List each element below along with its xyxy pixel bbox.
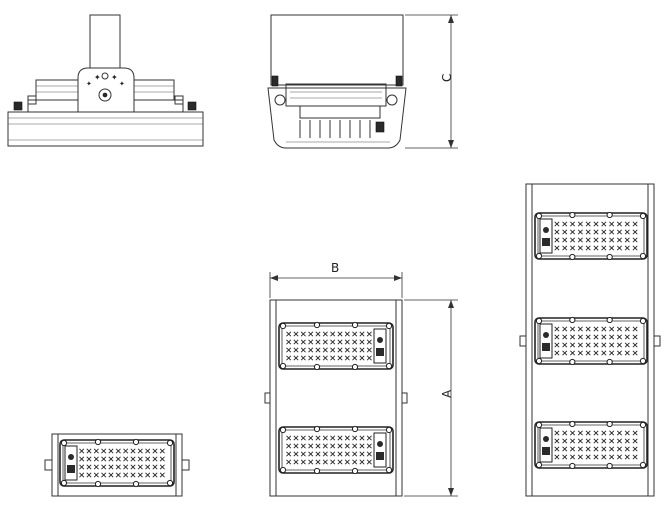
svg-text:✦: ✦ bbox=[119, 80, 125, 88]
dimension-a: A bbox=[404, 299, 458, 497]
dimension-b: B bbox=[269, 261, 403, 298]
dimension-a-label: A bbox=[440, 389, 454, 398]
svg-text:✦: ✦ bbox=[111, 73, 118, 82]
svg-text:✦: ✦ bbox=[86, 80, 92, 88]
led-module bbox=[278, 321, 394, 371]
led-module bbox=[59, 438, 175, 488]
led-module bbox=[534, 420, 648, 470]
side-view: ✦ ✦ ✦ ✦ bbox=[7, 14, 204, 147]
led-module bbox=[534, 316, 648, 366]
svg-text:✦: ✦ bbox=[94, 73, 101, 82]
led-modules bbox=[59, 211, 648, 488]
dimension-b-label: B bbox=[331, 261, 339, 275]
dimension-c-label: C bbox=[440, 74, 454, 82]
dimension-c: C bbox=[405, 14, 458, 149]
led-module bbox=[534, 211, 648, 261]
led-module bbox=[278, 425, 394, 475]
cooling-fins bbox=[299, 120, 371, 138]
front-view bbox=[267, 14, 407, 149]
